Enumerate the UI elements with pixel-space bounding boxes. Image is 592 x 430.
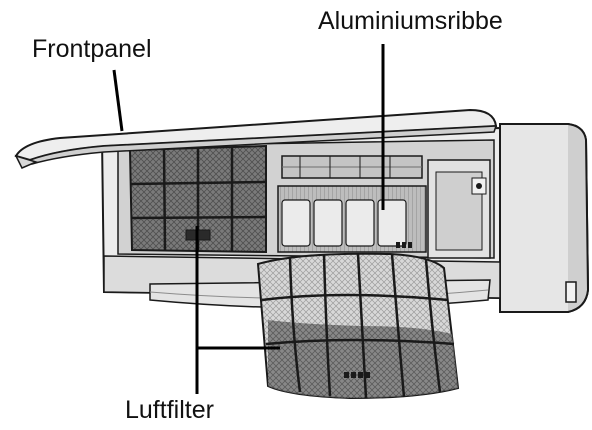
heat-exchanger-fins	[277, 185, 427, 253]
removed-air-filter	[256, 252, 460, 400]
unit-side-housing	[499, 123, 590, 313]
front-panel	[14, 108, 498, 169]
electrical-box	[427, 159, 491, 259]
air-filter-label: Luftfilter	[125, 396, 214, 424]
front-panel-label: Frontpanel	[32, 35, 152, 63]
leader-lines	[112, 44, 385, 394]
leader-front-panel	[112, 69, 124, 132]
aluminium-fin-label: Aluminiumsribbe	[318, 7, 503, 35]
